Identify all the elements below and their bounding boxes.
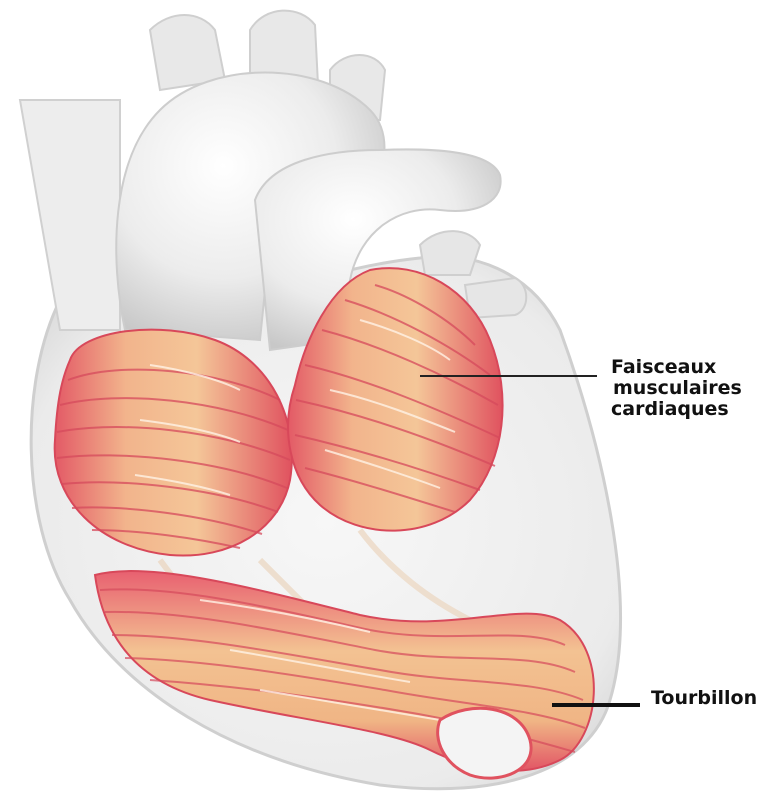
vortex-label: Tourbillon	[651, 688, 757, 709]
muscle-bundles-label-line2: musculaires	[611, 378, 761, 399]
pulmonary-vein-1	[420, 231, 480, 275]
muscle-bundles-label-line1: Faisceaux	[611, 357, 761, 378]
vena-cava	[20, 100, 120, 330]
muscle-bundles-label: Faisceaux musculaires cardiaques	[611, 357, 761, 420]
muscle-bundles-label-line3: cardiaques	[611, 399, 761, 420]
